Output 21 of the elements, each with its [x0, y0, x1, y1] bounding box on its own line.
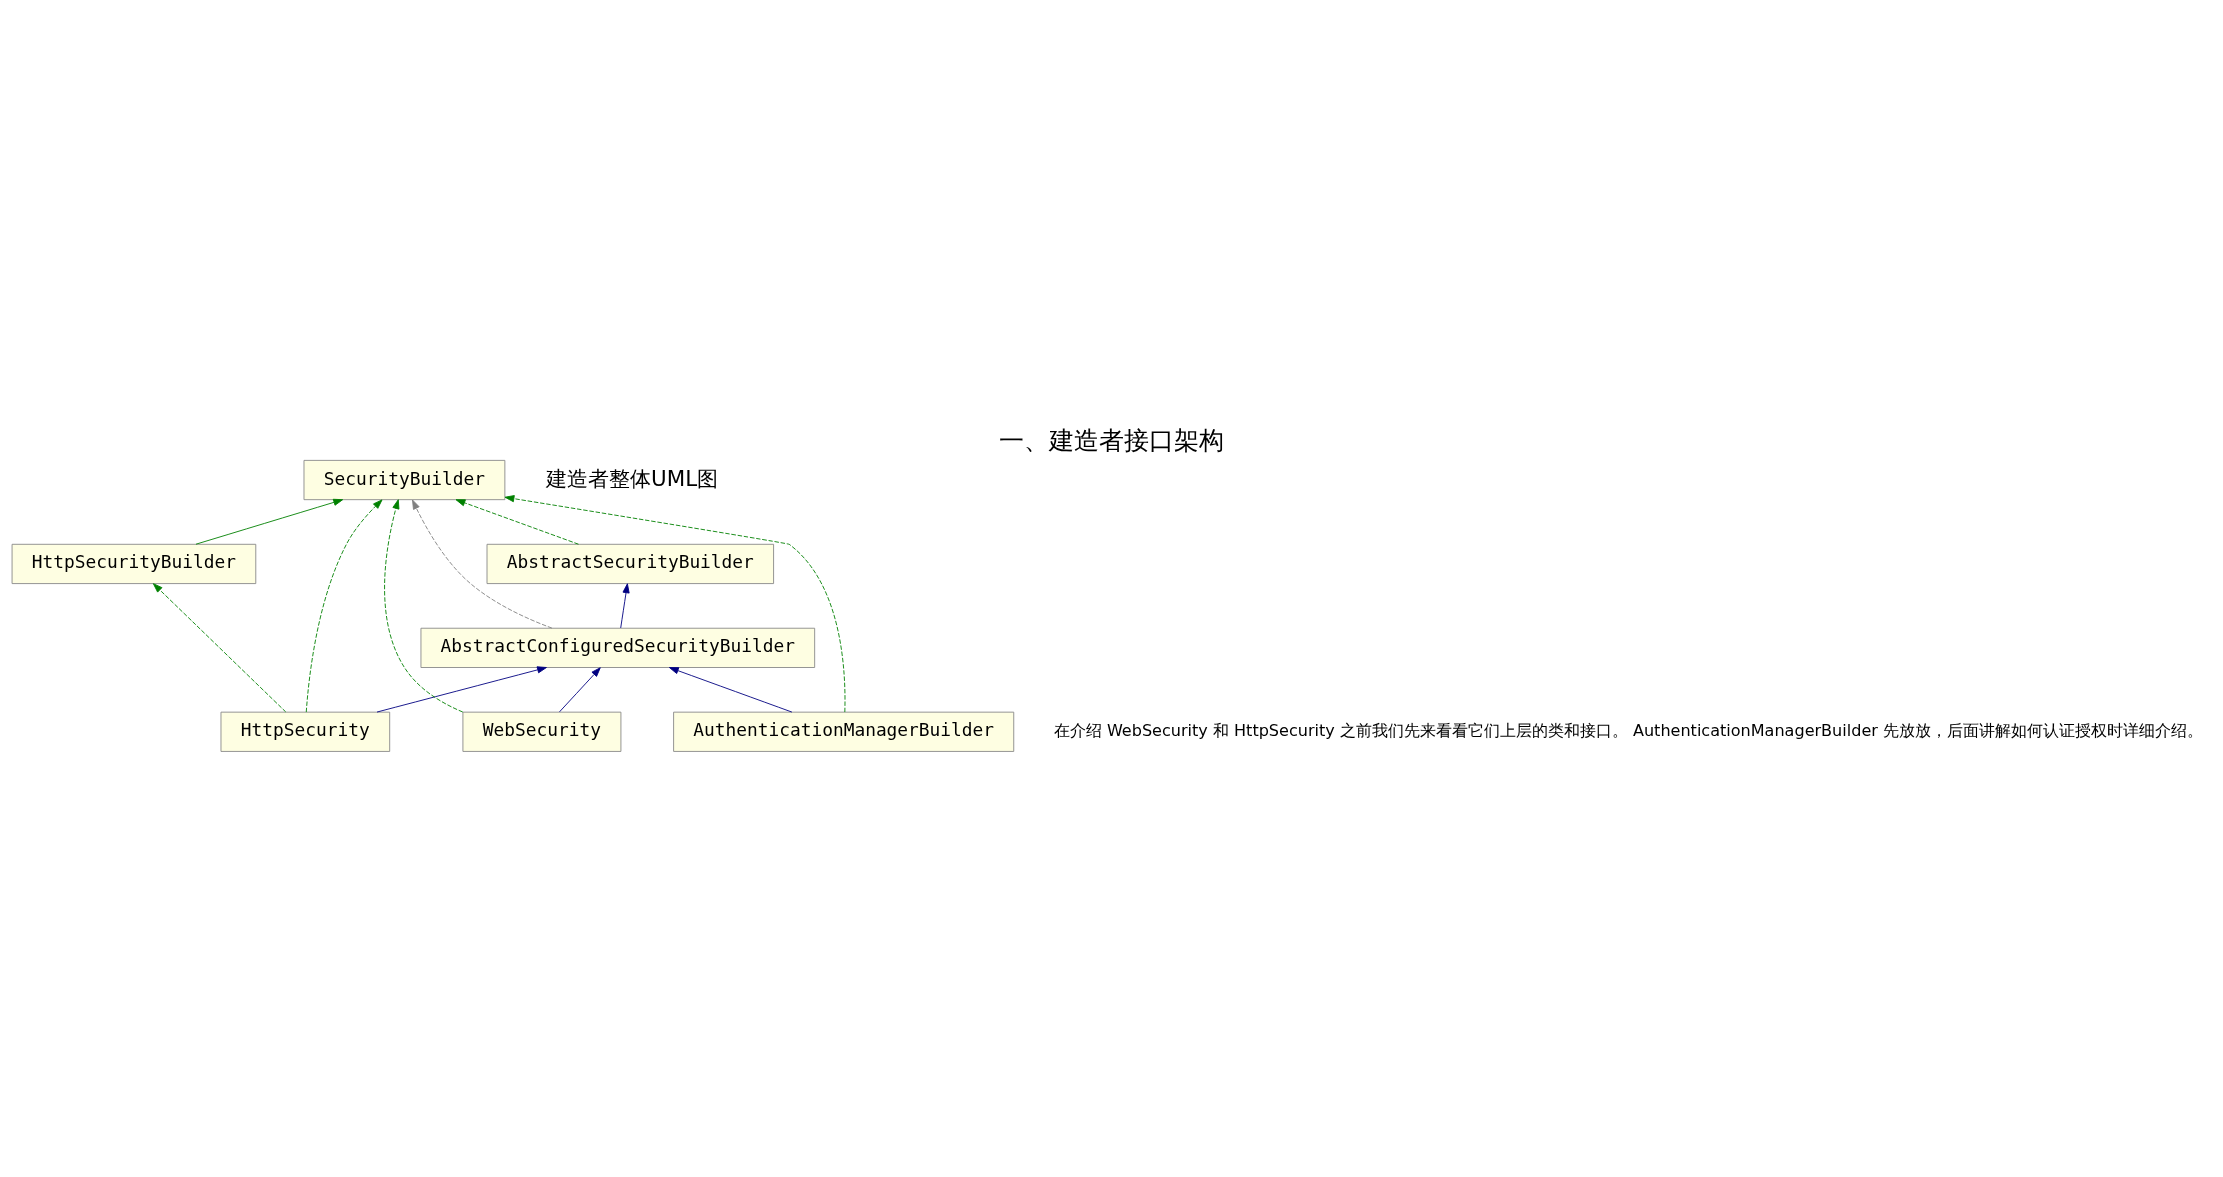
arrow [559, 667, 601, 713]
arrow [412, 499, 553, 629]
node-box: HttpSecurityBuilder [11, 543, 257, 585]
node-box: AbstractConfiguredSecurityBuilder [420, 627, 816, 668]
arrow [376, 666, 547, 713]
arrow [668, 667, 793, 713]
arrow [152, 583, 287, 713]
arrow [384, 499, 464, 713]
arrow [305, 499, 383, 713]
node-box: AuthenticationManagerBuilder [673, 711, 1015, 752]
arrow [504, 495, 846, 713]
node-box: HttpSecurity [220, 711, 391, 752]
node-box: WebSecurity [462, 711, 622, 752]
node-box: SecurityBuilder [303, 459, 506, 501]
label: 在介绍 WebSecurity 和 HttpSecurity 之前我们先来看看它们上层的类和接口。 AuthenticationManagerBuilder 先放放，后面讲解如何认证授权时详细介绍。 [1053, 720, 2203, 740]
diagram-title: 一、建造者接口架构 [999, 426, 1224, 456]
arrow [620, 583, 630, 629]
arrow [455, 499, 579, 545]
arrow [195, 498, 344, 545]
label: 建造者整体UML图 [546, 465, 719, 491]
node-box: AbstractSecurityBuilder [486, 543, 775, 585]
